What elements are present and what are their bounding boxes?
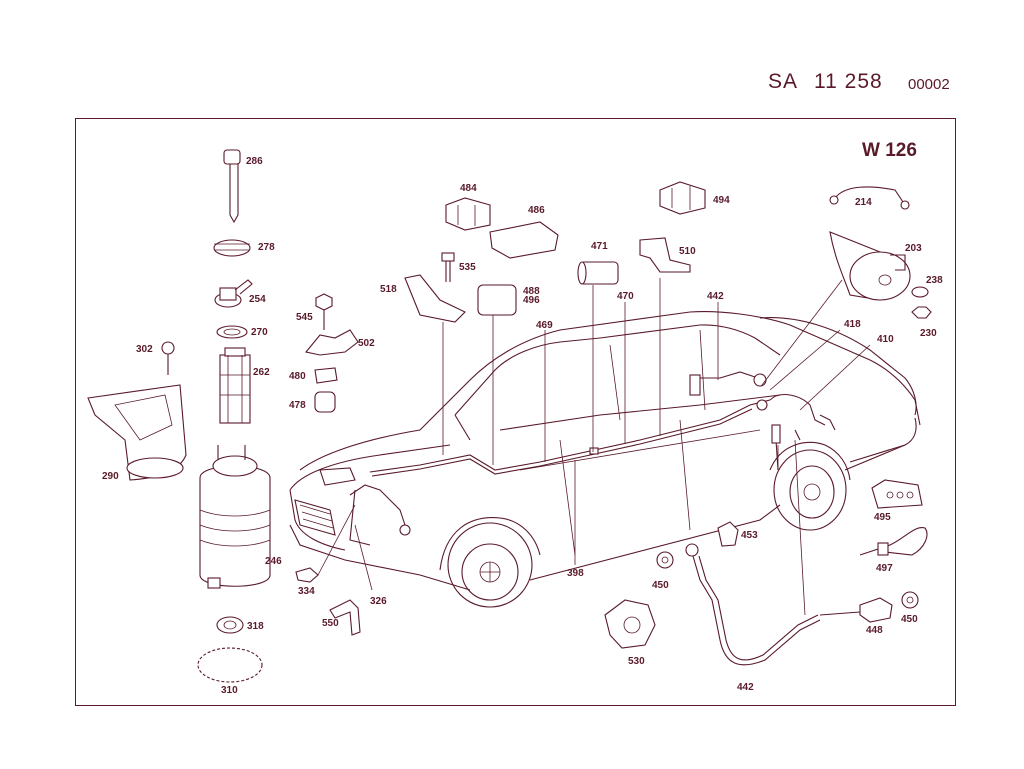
sheet-code: SA bbox=[768, 70, 799, 93]
label-480: 480 bbox=[289, 371, 306, 382]
label-471: 471 bbox=[591, 241, 608, 252]
part-302 bbox=[161, 341, 175, 375]
label-484: 484 bbox=[460, 183, 477, 194]
label-497: 497 bbox=[876, 563, 893, 574]
label-495: 495 bbox=[874, 512, 891, 523]
label-510: 510 bbox=[679, 246, 696, 257]
part-262 bbox=[219, 347, 251, 424]
part-494 bbox=[659, 181, 706, 215]
part-286 bbox=[223, 149, 241, 224]
sheet-number: 11 258 bbox=[814, 70, 883, 93]
label-398: 398 bbox=[567, 568, 584, 579]
part-545 bbox=[315, 293, 333, 330]
part-442b bbox=[685, 543, 821, 666]
label-469: 469 bbox=[536, 320, 553, 331]
part-203 bbox=[829, 231, 911, 301]
label-270: 270 bbox=[251, 327, 268, 338]
part-453 bbox=[717, 521, 739, 547]
part-230 bbox=[911, 306, 932, 319]
label-535: 535 bbox=[459, 262, 476, 273]
part-530 bbox=[604, 599, 656, 649]
part-238 bbox=[911, 286, 929, 298]
part-450a bbox=[656, 551, 674, 569]
label-496: 496 bbox=[523, 295, 540, 306]
part-448 bbox=[819, 597, 893, 623]
part-labels: 286 278 254 270 262 302 290 246 318 310 … bbox=[102, 156, 943, 696]
model-label: W 126 bbox=[862, 140, 917, 161]
part-278 bbox=[213, 239, 251, 257]
part-486 bbox=[489, 221, 559, 259]
label-214: 214 bbox=[855, 197, 872, 208]
leader-lines bbox=[317, 278, 871, 616]
part-471 bbox=[577, 261, 619, 285]
label-203: 203 bbox=[905, 243, 922, 254]
label-418: 418 bbox=[844, 319, 861, 330]
label-246: 246 bbox=[265, 556, 282, 567]
label-486: 486 bbox=[528, 205, 545, 216]
diagram-frame bbox=[75, 118, 956, 706]
label-450-right: 450 bbox=[901, 614, 918, 625]
part-518 bbox=[404, 274, 466, 323]
label-290: 290 bbox=[102, 471, 119, 482]
label-453: 453 bbox=[741, 530, 758, 541]
label-442-lower: 442 bbox=[737, 682, 754, 693]
label-286: 286 bbox=[246, 156, 263, 167]
part-310 bbox=[197, 647, 263, 683]
part-488 bbox=[477, 284, 517, 316]
part-254 bbox=[214, 279, 253, 308]
label-442-upper: 442 bbox=[707, 291, 724, 302]
sheet-page: 00002 bbox=[908, 76, 950, 93]
part-495 bbox=[871, 479, 923, 509]
label-450-left: 450 bbox=[652, 580, 669, 591]
label-550: 550 bbox=[322, 618, 339, 629]
part-318 bbox=[216, 616, 244, 634]
washer-hose-routing bbox=[349, 371, 836, 546]
label-502: 502 bbox=[358, 338, 375, 349]
part-246 bbox=[199, 445, 271, 589]
label-518: 518 bbox=[380, 284, 397, 295]
label-238: 238 bbox=[926, 275, 943, 286]
part-334 bbox=[295, 567, 319, 583]
label-254: 254 bbox=[249, 294, 266, 305]
part-270 bbox=[216, 325, 248, 339]
label-448: 448 bbox=[866, 625, 883, 636]
label-545: 545 bbox=[296, 312, 313, 323]
label-318: 318 bbox=[247, 621, 264, 632]
part-214 bbox=[829, 186, 910, 210]
part-478 bbox=[314, 391, 336, 413]
label-410: 410 bbox=[877, 334, 894, 345]
part-535 bbox=[441, 252, 455, 282]
car-illustration bbox=[289, 311, 921, 608]
label-494: 494 bbox=[713, 195, 730, 206]
label-326: 326 bbox=[370, 596, 387, 607]
label-302: 302 bbox=[136, 344, 153, 355]
label-478: 478 bbox=[289, 400, 306, 411]
part-480 bbox=[314, 367, 338, 384]
label-470: 470 bbox=[617, 291, 634, 302]
label-530: 530 bbox=[628, 656, 645, 667]
label-262: 262 bbox=[253, 367, 270, 378]
part-510 bbox=[639, 237, 691, 273]
part-290 bbox=[87, 384, 187, 481]
label-488: 488 bbox=[523, 286, 540, 297]
label-278: 278 bbox=[258, 242, 275, 253]
label-310: 310 bbox=[221, 685, 238, 696]
part-484 bbox=[445, 197, 491, 231]
part-450b bbox=[901, 591, 919, 609]
label-334: 334 bbox=[298, 586, 315, 597]
part-550 bbox=[329, 599, 361, 636]
part-497 bbox=[859, 527, 928, 556]
part-502 bbox=[305, 329, 359, 356]
label-230: 230 bbox=[920, 328, 937, 339]
